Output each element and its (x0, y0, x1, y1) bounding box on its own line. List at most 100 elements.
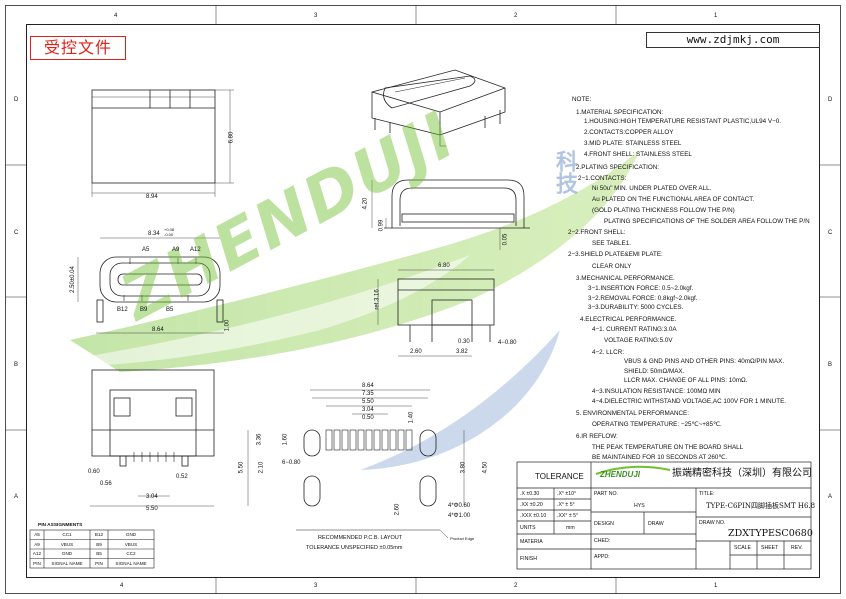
dim-end-height: 2.50±0.04 (69, 266, 76, 293)
part-no-value: HYS (634, 503, 645, 509)
controlled-document-stamp: 受控文件 (30, 36, 126, 60)
tolerance-angular: .X° ±10° (557, 491, 577, 497)
border-col-label: 4 (120, 583, 124, 589)
pin-label-top: A5 (142, 247, 150, 253)
pin-cell: CC2 (126, 551, 136, 556)
title-label: TITLE: (699, 491, 715, 497)
end-view (77, 237, 224, 334)
border-row-label: D (828, 97, 833, 103)
units-value: mm (566, 525, 575, 531)
note-line: 1.MATERIAL SPECIFICATION: (576, 109, 664, 116)
draw-label: DRAW (648, 521, 664, 527)
dim-pcb-7-35: 7.35 (362, 391, 374, 397)
border-col-label: 2 (514, 13, 518, 19)
revision-label: REV. (791, 545, 803, 551)
pin-cell: PIN (33, 561, 41, 566)
note-line: VBUS & GND PINS AND OTHER PINS: 40mΩ/PIN… (624, 358, 785, 365)
note-line: 4−2. LLCR: (592, 349, 625, 356)
dim-pcb-3-36: 3.36 (256, 433, 263, 446)
front-view (371, 179, 530, 250)
note-line: 2.PLATING SPECIFICATION: (576, 164, 660, 171)
note-line: 3−2.REMOVAL FORCE: 0.8kgf~2.0kgf. (588, 295, 698, 302)
sheet-label: SHEET (761, 545, 779, 551)
pcb-layout (247, 389, 465, 539)
note-line: BE MAINTAINED FOR 10 SECONDS AT 260℃. (592, 454, 728, 461)
dim-pcb-1-60: 1.60 (282, 433, 289, 446)
note-line: (GOLD PLATING THICKNESS FOLLOW THE P/N) (592, 207, 735, 214)
note-line: SEE TABLE1. (592, 240, 631, 247)
border-col-label: 1 (714, 583, 718, 589)
pin-cell: CC1 (62, 532, 72, 537)
note-line: NOTE: (572, 96, 592, 103)
units-label: UNITS (520, 525, 536, 531)
note-line: THE PEAK TEMPERATURE ON THE BOARD SHALL (592, 444, 744, 451)
finish-label: FINISH (520, 556, 538, 562)
note-line: 4−4.DIELECTRIC WITHSTAND VOLTAGE,AC 100V… (592, 398, 787, 405)
note-line: 3.MECHANICAL PERFORMANCE. (576, 275, 675, 282)
side-view (91, 89, 234, 197)
note-line: 2.CONTACTS:COPPER ALLOY (584, 129, 674, 136)
note-line: PLATING SPECIFICATIONS OF THE SOLDER ARE… (604, 218, 810, 225)
dim-pcb-5-50: 5.50 (362, 399, 374, 405)
pin-cell: A5 (34, 532, 40, 537)
dim-end-tol-upper: +0.08 (164, 227, 175, 232)
pin-label-bottom: B5 (166, 307, 174, 313)
pin-label-bottom: B12 (117, 307, 128, 313)
border-row-label: B (14, 362, 19, 368)
pin-cell: SIGNAL NAME (51, 561, 83, 566)
tolerance-angular: .XX° ± 5° (557, 513, 579, 519)
title-value: TYPE-C6PIN四脚插板SMT H6.8 (706, 502, 816, 510)
dim-pcb-8-64: 8.64 (362, 383, 374, 389)
checked-label: CHED: (594, 538, 611, 544)
dim-end-tol-lower: -0.00 (164, 232, 174, 237)
border-row-label: D (14, 97, 19, 103)
dim-side2-b: 3.82 (456, 349, 468, 355)
dim-end-top: 8.34 (148, 231, 160, 237)
pin-table-grid (29, 529, 155, 569)
pin-cell: SIGNAL NAME (115, 561, 147, 566)
pin-label-top: A9 (172, 247, 180, 253)
dim-side2-d: 4−0.80 (498, 340, 517, 346)
title-logo-mark (595, 465, 671, 475)
pin-label-top: A12 (190, 247, 201, 253)
dim-bottom-w2: 5.50 (146, 506, 158, 512)
pin-cell: VBUS (124, 542, 138, 547)
dim-side-height: 6.80 (228, 131, 235, 144)
dim-bottom-w1: 3.04 (146, 494, 158, 500)
pin-label-bottom: B9 (140, 307, 148, 313)
border-row-label: B (828, 362, 833, 368)
pin-cell: A9 (34, 542, 40, 547)
dim-bottom-left-a: 0.60 (88, 469, 100, 475)
dim-bottom-right: 0.52 (176, 474, 188, 480)
dim-side2-width: 6.80 (438, 263, 450, 269)
title-block-grid (516, 461, 812, 570)
note-line: 4−3.INSULATION RESISTANCE: 100MΩ MIN (592, 388, 721, 395)
pin-cell: A12 (32, 551, 42, 556)
tolerance-linear: .XXX ±0.10 (520, 513, 547, 519)
note-line: 2−2.FRONT SHELL: (568, 229, 626, 236)
dim-pcb-hole-b: 4*Φ1.00 (448, 513, 471, 519)
approved-label: APPD: (594, 554, 610, 560)
pin-cell: GND (61, 551, 73, 556)
isometric-view (371, 69, 506, 147)
scale-label: SCALE (734, 545, 752, 551)
border-row-label: A (828, 494, 833, 500)
dim-pcb-hole-a: 4*Φ0.60 (448, 503, 471, 509)
dim-pcb-2-60: 2.60 (394, 503, 401, 516)
pin-cell: PIN (95, 561, 103, 566)
dim-side2-ref: ref.3.16 (374, 289, 381, 310)
dim-end-small: 1.00 (224, 319, 231, 332)
dim-pcb-3-80: 3.80 (460, 461, 467, 474)
note-line: 1.HOUSING:HIGH TEMPERATURE RESISTANT PLA… (584, 118, 782, 125)
tolerance-linear: .X ±0.30 (520, 491, 540, 497)
pcb-tolerance-note: TOLERANCE UNSPECIFIED ±0.05mm (306, 545, 403, 551)
note-line: CLEAR ONLY (592, 263, 632, 270)
material-label: MATERIA (520, 539, 543, 545)
bottom-view (90, 369, 215, 507)
border-col-label: 3 (314, 13, 318, 19)
sheet-border (5, 5, 841, 594)
pin-cell: B12 (94, 532, 104, 537)
note-line: 3.MID PLATE: STAINLESS STEEL (584, 140, 682, 147)
watermark-brand: 科技 (552, 150, 577, 194)
